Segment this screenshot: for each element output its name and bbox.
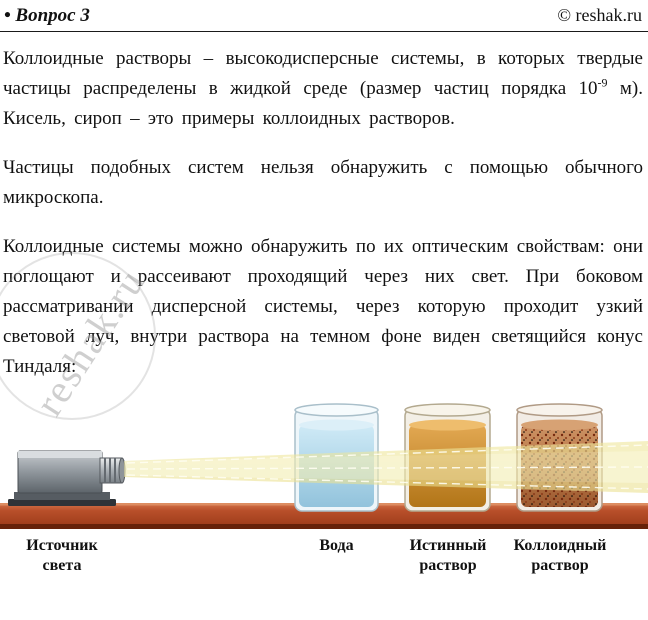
diagram-labels: Источник света Вода Истинный раствор Кол… <box>0 531 648 583</box>
question-title: • Вопрос 3 <box>4 5 90 26</box>
tyndall-experiment-illustration: Источник света Вода Истинный раствор Кол… <box>0 401 648 583</box>
paragraph-text: м). Кисель, сироп – это примеры коллоидн… <box>3 78 643 129</box>
answer-text: Коллоидные растворы – высокодисперсные с… <box>0 32 648 382</box>
header-divider <box>0 31 648 32</box>
page-header: • Вопрос 3 © reshak.ru <box>0 0 648 31</box>
device-top-face <box>18 451 102 458</box>
label-water: Вода <box>319 537 354 554</box>
label-light-source: Источник света <box>26 537 98 574</box>
beaker-rim <box>516 403 603 417</box>
superscript-exponent: -9 <box>597 75 608 90</box>
device-stand <box>14 492 110 500</box>
paragraph-definition: Коллоидные растворы – высокодисперсные с… <box>3 44 643 134</box>
beam-dashed-rays <box>126 444 648 490</box>
label-colloid-solution: Коллоидный раствор <box>513 537 607 574</box>
paragraph-microscope: Частицы подобных систем нельзя обнаружит… <box>3 157 643 208</box>
experiment-scene <box>0 403 648 529</box>
light-source-device <box>8 450 126 506</box>
paragraph-text: Коллоидные растворы – высокодисперсные с… <box>3 48 643 99</box>
copyright-text: © reshak.ru <box>557 5 642 25</box>
label-true-solution: Истинный раствор <box>409 537 487 574</box>
beaker-rim <box>404 403 491 417</box>
device-base <box>8 499 116 506</box>
beaker-rim <box>294 403 379 417</box>
paragraph-tyndall: Коллоидные системы можно обнаружить по и… <box>3 236 643 377</box>
